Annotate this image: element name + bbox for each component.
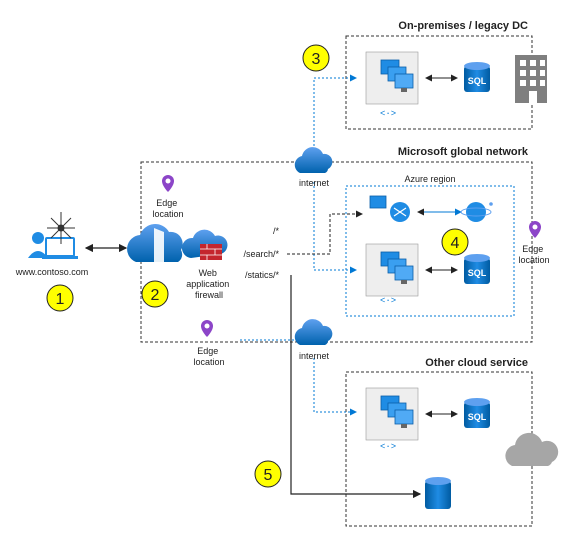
- internet-top-to-region: [313, 182, 357, 274]
- network-hub-icon: [47, 212, 75, 244]
- gray-cloud-icon: [505, 432, 559, 466]
- onprem-vm-scaleset-icon: <·>: [365, 51, 419, 119]
- route-search-label: /search/*: [243, 249, 279, 259]
- internet-top-label: internet: [299, 178, 330, 188]
- edge-pin-top-icon: [162, 175, 174, 192]
- other-sql-label: SQL: [468, 412, 487, 422]
- edge-pin-bottom-icon: [201, 320, 213, 337]
- ms-network-title: Microsoft global network: [398, 146, 529, 158]
- client-user-icon: [28, 232, 78, 259]
- waf-icon: [181, 229, 228, 260]
- route-statics-label: /statics/*: [245, 270, 280, 280]
- azure-region-title: Azure region: [404, 174, 455, 184]
- onprem-sql-label: SQL: [468, 76, 487, 86]
- other-vm-scaleset-icon: <·>: [365, 387, 419, 452]
- svg-text:<·>: <·>: [380, 296, 396, 306]
- waf-label: Web application firewall: [186, 268, 232, 300]
- route-all-label: /*: [273, 226, 280, 236]
- edge-right-l1: Edge: [522, 244, 543, 254]
- azure-region-box: [345, 185, 515, 317]
- building-icon: [515, 55, 547, 103]
- onprem-sql-icon: SQL: [464, 62, 490, 92]
- badge-5: 5: [254, 460, 282, 488]
- client-domain-label: www.contoso.com: [15, 267, 89, 277]
- route-statics-line: [290, 275, 422, 499]
- cosmos-db-icon: [460, 202, 493, 222]
- svg-text:<·>: <·>: [380, 109, 396, 119]
- waf-label-l2: application: [186, 279, 229, 289]
- onprem-title: On-premises / legacy DC: [398, 20, 528, 32]
- waf-label-l3: firewall: [195, 290, 223, 300]
- badge-3: 3: [302, 44, 330, 72]
- internet-top-to-onprem: [313, 74, 357, 150]
- other-sql-icon: SQL: [464, 398, 490, 428]
- edge-location-bottom-label: Edge location: [193, 346, 224, 367]
- svg-text:3: 3: [312, 51, 321, 68]
- svg-text:<·>: <·>: [380, 442, 396, 452]
- svg-text:4: 4: [451, 235, 460, 252]
- edge-right-l2: location: [518, 255, 549, 265]
- svg-text:1: 1: [56, 291, 65, 308]
- other-cloud-title: Other cloud service: [425, 357, 528, 369]
- internet-bottom-label: internet: [299, 351, 330, 361]
- app-service-icon: [369, 195, 410, 222]
- region-sql-label: SQL: [468, 268, 487, 278]
- edge-bottom-l1: Edge: [197, 346, 218, 356]
- internet-cloud-bottom-icon: [294, 319, 333, 345]
- waf-label-l1: Web: [199, 268, 217, 278]
- region-vm-scaleset-icon: <·>: [365, 243, 419, 306]
- edge-pin-right-icon: [529, 221, 541, 238]
- front-door-icon: [127, 224, 183, 268]
- edge-location-top-label: Edge location: [152, 198, 183, 219]
- edge-top-l1: Edge: [156, 198, 177, 208]
- route-search-line: [287, 210, 363, 255]
- badge-1: 1: [46, 284, 74, 312]
- svg-text:2: 2: [151, 287, 160, 304]
- edge-bottom-l2: location: [193, 357, 224, 367]
- badge-2: 2: [141, 280, 169, 308]
- edge-top-l2: location: [152, 209, 183, 219]
- edge-location-right-label: Edge location: [518, 244, 549, 265]
- badge-4: 4: [441, 228, 469, 256]
- region-sql-icon: SQL: [464, 254, 490, 284]
- internet-bottom-to-other: [313, 358, 357, 416]
- svg-text:5: 5: [264, 467, 273, 484]
- internet-cloud-top-icon: [294, 147, 333, 173]
- storage-icon: [425, 477, 451, 509]
